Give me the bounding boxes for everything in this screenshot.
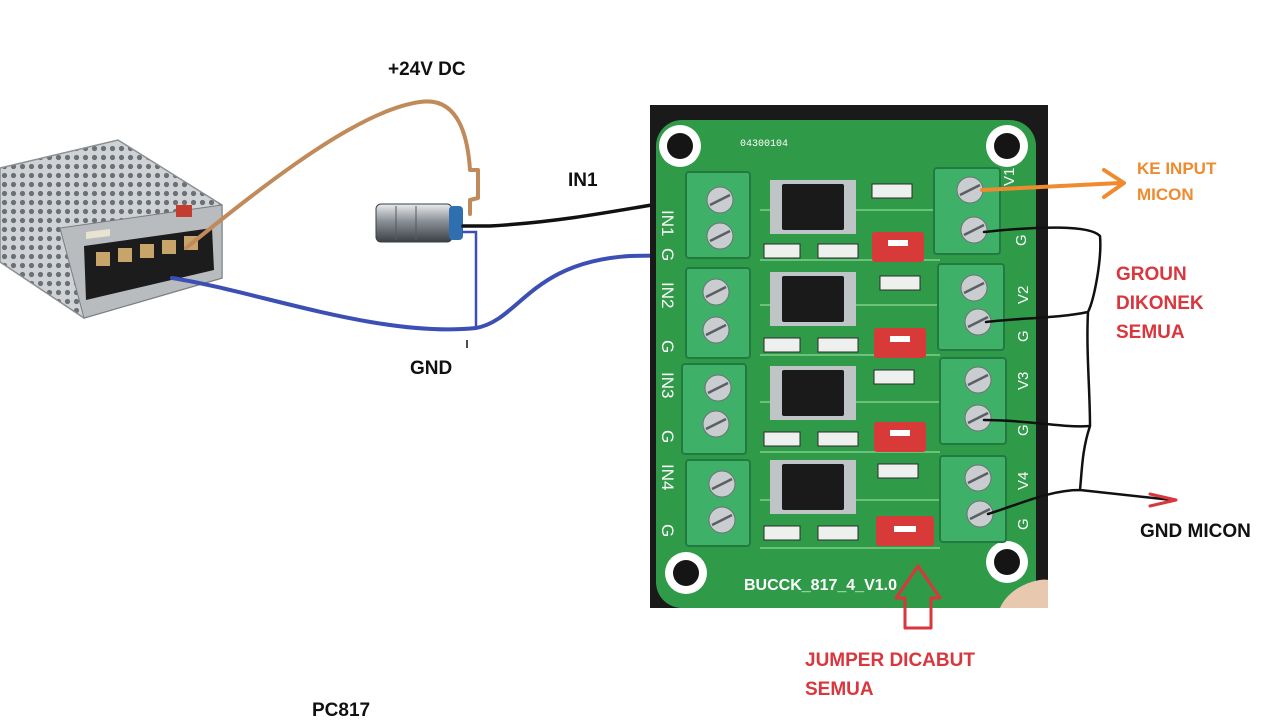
terminal-block-v3	[939, 357, 1007, 445]
terminal-block-in4	[685, 459, 751, 547]
input-silkscreen-labels: IN1 G IN2 G IN3 G IN4 G	[658, 210, 677, 537]
smd-components	[763, 183, 921, 541]
optocoupler-chip-1	[770, 180, 856, 234]
terminal-block-v4	[939, 455, 1007, 543]
silk-v3: V3	[1015, 372, 1032, 390]
silk-gv1: G	[1013, 234, 1030, 246]
mounting-holes	[659, 125, 1028, 594]
board-serial: 04300104	[740, 139, 788, 150]
terminal-block-in2	[685, 267, 751, 359]
jumper-3	[874, 422, 926, 452]
terminal-block-v2	[937, 263, 1005, 351]
supply-voltage-label: +24V DC	[388, 59, 466, 80]
silk-g4: G	[658, 524, 677, 537]
jumper-1	[872, 232, 924, 262]
orange-arrow-to-micon-input	[980, 168, 1126, 199]
silk-g1: G	[658, 248, 677, 261]
ground-label-line2: DIKONEK	[1116, 293, 1204, 314]
power-supply	[0, 139, 223, 319]
terminal-block-v1	[933, 167, 1001, 255]
silk-gv2: G	[1015, 330, 1032, 342]
optocoupler-chip-4	[770, 460, 856, 514]
silk-v1: V1	[1001, 168, 1018, 186]
optocoupler-chip-2	[770, 272, 856, 326]
in1-label: IN1	[568, 170, 598, 191]
silk-gv4: G	[1015, 518, 1032, 530]
gnd-label: GND	[410, 358, 453, 379]
silk-v4: V4	[1015, 472, 1032, 490]
silk-in2: IN2	[658, 282, 677, 308]
brown-wire	[184, 99, 480, 250]
blue-wire	[170, 253, 700, 332]
silk-in4: IN4	[658, 464, 677, 490]
silk-in3: IN3	[658, 372, 677, 398]
jumper-4	[876, 516, 934, 546]
input-terminal-blocks	[681, 171, 751, 547]
bottom-cut-label: PC817	[312, 700, 371, 721]
sensor-blue-lead	[462, 230, 478, 328]
red-arrow-gnd-micon	[1148, 492, 1178, 508]
silk-g2: G	[658, 340, 677, 353]
silk-in1: IN1	[658, 210, 677, 236]
ke-input-label-line2: MICON	[1137, 185, 1194, 204]
jumper-label-line1: JUMPER DICABUT	[805, 650, 975, 671]
ground-bus-wire	[982, 226, 1174, 516]
jumpers	[872, 232, 934, 546]
ke-input-label-line1: KE INPUT	[1137, 159, 1217, 178]
optocoupler-chips	[770, 180, 856, 514]
optocoupler-board: 04300104 BUCCK_817_4_V1.0	[650, 105, 1048, 608]
optocoupler-chip-3	[770, 366, 856, 420]
jumper-label-line2: SEMUA	[805, 679, 874, 700]
proximity-sensor	[375, 203, 463, 243]
ground-label-line3: SEMUA	[1116, 322, 1185, 343]
red-arrow-jumper-callout	[894, 564, 942, 630]
output-silkscreen-labels: V1 G V2 G V3 G V4 G	[1001, 168, 1032, 530]
silk-gv3: G	[1015, 424, 1032, 436]
ground-label-line1: GROUN	[1116, 264, 1187, 285]
silk-g3: G	[658, 430, 677, 443]
board-name: BUCCK_817_4_V1.0	[744, 577, 897, 594]
silk-v2: V2	[1015, 286, 1032, 304]
jumper-2	[874, 328, 926, 358]
terminal-block-in1	[685, 171, 751, 259]
wiring-diagram: 04300104 BUCCK_817_4_V1.0	[0, 99, 1178, 630]
terminal-block-in3	[681, 363, 747, 455]
gnd-micon-label: GND MICON	[1140, 521, 1251, 542]
